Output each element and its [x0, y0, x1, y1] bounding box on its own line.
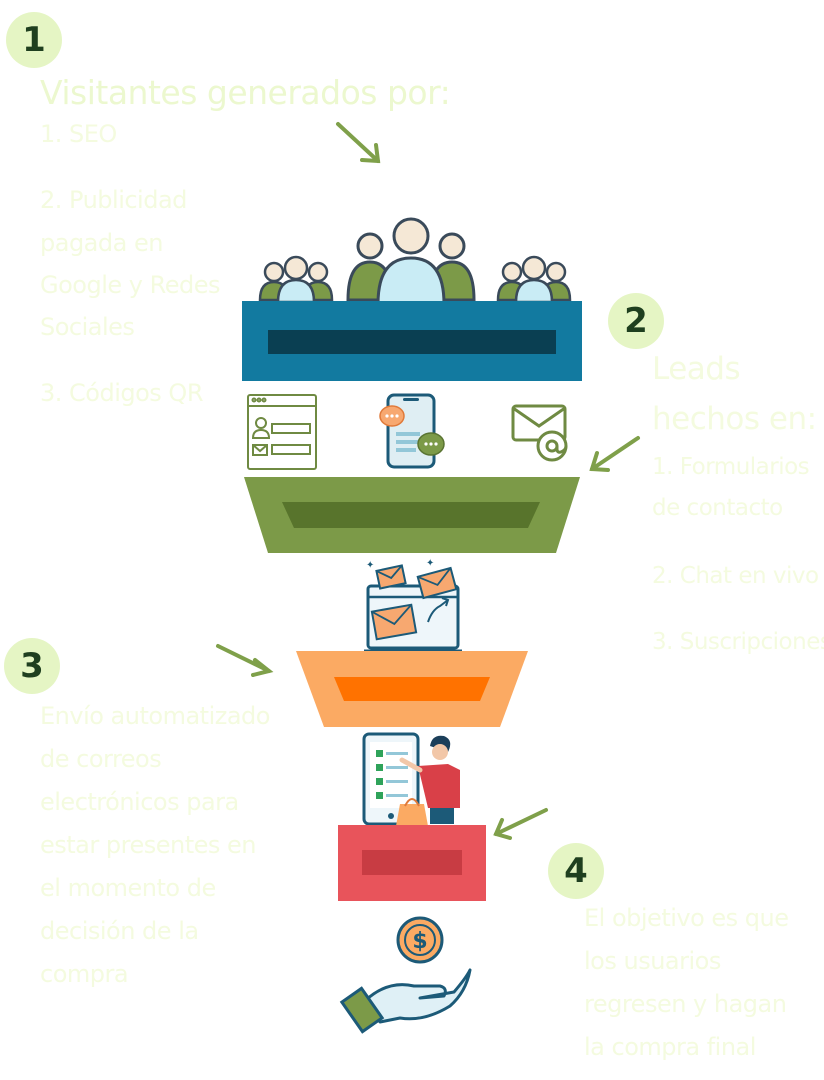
- funnel-level-1: [242, 301, 582, 381]
- step-2-badge: 2: [608, 293, 664, 349]
- email-automation-icon: ✦ ✦: [364, 558, 462, 653]
- step-4-badge: 4: [548, 843, 604, 899]
- step-4-line: los usuarios: [584, 947, 721, 975]
- contact-form-icon: [247, 394, 317, 470]
- step-1-heading: Visitantes generados por:: [40, 73, 451, 112]
- step-1-line: 3. Códigos QR: [40, 379, 204, 407]
- email-at-icon: [511, 404, 568, 462]
- step-1-line: 1. SEO: [40, 120, 117, 148]
- hand-dollar-icon: $: [339, 916, 472, 1034]
- step-4-line: El objetivo es que: [584, 904, 789, 932]
- step-4-line: regresen y hagan: [584, 990, 787, 1018]
- arrow-step-2: [589, 436, 640, 472]
- step-3-badge: 3: [4, 638, 60, 694]
- step-3-line: el momento de: [40, 874, 216, 902]
- step-2-line: 3. Suscripciones: [652, 629, 824, 655]
- svg-text:✦: ✦: [366, 560, 374, 571]
- step-2-line: 1. Formularios: [652, 454, 810, 480]
- step-1-badge: 1: [6, 12, 62, 68]
- arrow-step-1: [336, 122, 381, 164]
- step-1-line: Google y Redes: [40, 271, 220, 299]
- step-1-line: Sociales: [40, 313, 135, 341]
- step-1-line: pagada en: [40, 229, 163, 257]
- step-3-line: compra: [40, 960, 129, 988]
- funnel-level-3: [296, 651, 528, 727]
- step-3-line: estar presentes en: [40, 831, 257, 859]
- checklist-shopper-icon: [362, 732, 460, 826]
- step-3-line: de correos: [40, 745, 162, 773]
- chat-phone-icon: [379, 393, 445, 469]
- step-3-line: electrónicos para: [40, 788, 239, 816]
- svg-text:✦: ✦: [426, 558, 434, 569]
- funnel-level-4: [338, 825, 486, 901]
- step-2-heading: hechos en:: [652, 401, 817, 437]
- arrow-step-4: [493, 808, 548, 840]
- users-group-icon: [258, 217, 572, 306]
- arrow-step-3: [216, 644, 274, 677]
- step-3-line: Envío automatizado: [40, 702, 270, 730]
- step-2-line: de contacto: [652, 495, 783, 521]
- step-2-heading: Leads: [652, 351, 741, 387]
- svg-text:$: $: [412, 929, 427, 954]
- step-4-line: la compra final: [584, 1033, 756, 1061]
- funnel-level-2: [244, 477, 580, 553]
- step-3-line: decisión de la: [40, 917, 199, 945]
- step-2-line: 2. Chat en vivo: [652, 563, 819, 589]
- step-1-line: 2. Publicidad: [40, 186, 187, 214]
